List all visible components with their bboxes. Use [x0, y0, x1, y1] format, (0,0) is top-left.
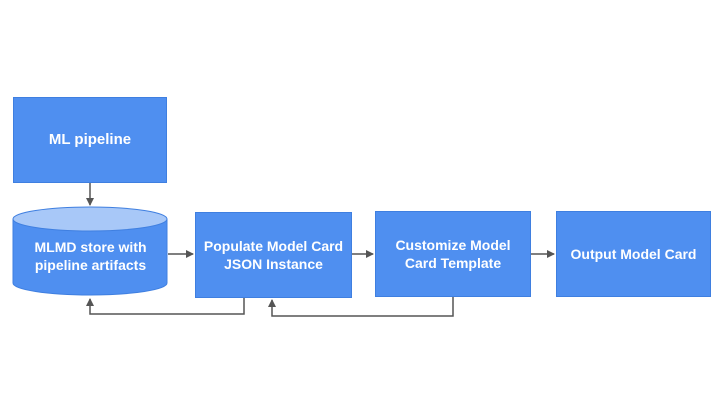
node-customize-template: Customize Model Card Template: [375, 211, 531, 297]
node-populate-label: Populate Model Card JSON Instance: [203, 238, 344, 272]
node-output-label: Output Model Card: [570, 246, 697, 262]
edge-populate-to-store-feedback: [86, 298, 245, 315]
node-populate-model-card: Populate Model Card JSON Instance: [195, 212, 352, 298]
node-output-model-card: Output Model Card: [556, 211, 711, 297]
edge-customize-to-populate-feedback: [268, 297, 454, 317]
mlmd-store-cylinder: [12, 206, 168, 296]
node-ml-pipeline-label: ML pipeline: [48, 131, 132, 148]
node-mlmd-store-label: MLMD store with pipeline artifacts: [34, 239, 147, 273]
node-ml-pipeline: ML pipeline: [13, 97, 167, 183]
node-customize-label: Customize Model Card Template: [395, 237, 511, 271]
